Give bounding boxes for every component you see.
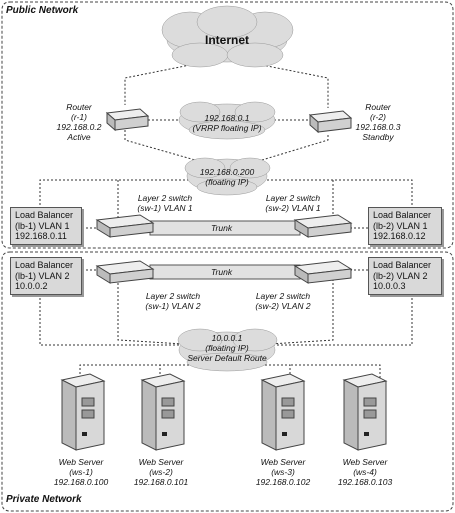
public-float-ip: 192.168.0.200 — [199, 167, 255, 177]
link-ws1 — [79, 364, 195, 378]
lb1-vlan1-id: (lb-1) VLAN 1 — [15, 220, 70, 231]
private-float-ip: 10.0.0.1 — [211, 333, 243, 343]
router-r1-label: Router (r-1) 192.168.0.2 Active — [54, 102, 104, 142]
ws2-name: Web Server — [138, 457, 184, 467]
ws2-ip: 192.168.0.101 — [133, 477, 189, 487]
router-r2-id: (r-2) — [370, 112, 386, 122]
switch-sw2-vlan1-type: Layer 2 switch — [265, 193, 321, 203]
vrrp-cloud — [178, 101, 276, 140]
link-internet-r1 — [124, 64, 191, 105]
switch-sw1-vlan1-type: Layer 2 switch — [137, 193, 193, 203]
private-float-cloud — [177, 328, 278, 372]
lb2-vlan2-ip: 10.0.0.3 — [373, 281, 406, 291]
link-internet-r2 — [261, 64, 329, 108]
router-r2-icon — [308, 110, 353, 134]
public-float-label: 192.168.0.200 (floating IP) — [187, 167, 267, 187]
switch-sw1-vlan2-label: Layer 2 switch (sw-1) VLAN 2 — [136, 291, 210, 311]
load-balancer-lb1-vlan2: Load Balancer (lb-1) VLAN 2 10.0.0.2 — [10, 257, 82, 295]
switch-sw2-vlan2-type: Layer 2 switch — [255, 291, 311, 301]
router-r1-id: (r-1) — [71, 112, 87, 122]
ws1-id: (ws-1) — [69, 467, 93, 477]
link-r1-float — [124, 130, 196, 161]
router-r1-state: Active — [67, 132, 91, 142]
public-float-cloud — [184, 157, 271, 196]
router-r2-label: Router (r-2) 192.168.0.3 Standby — [353, 102, 403, 142]
vrrp-label: 192.168.0.1 (VRRP floating IP) — [187, 113, 267, 133]
vrrp-ip: 192.168.0.1 — [204, 113, 250, 123]
load-balancer-lb2-vlan1: Load Balancer (lb-2) VLAN 1 192.168.0.12 — [368, 207, 442, 245]
lb2-vlan1-id: (lb-2) VLAN 1 — [373, 220, 428, 231]
link-ws4 — [290, 364, 381, 378]
switch-sw2-vlan1-id: (sw-2) VLAN 1 — [265, 203, 321, 213]
trunk-vlan1-label: Trunk — [211, 223, 233, 233]
switch-sw2-vlan2-id: (sw-2) VLAN 2 — [255, 301, 311, 311]
switch-sw1-vlan1-label: Layer 2 switch (sw-1) VLAN 1 — [128, 193, 202, 213]
link-r2-float — [261, 135, 329, 161]
web-server-ws1-icon — [60, 373, 106, 451]
web-server-ws4-icon — [342, 373, 388, 451]
lb1-vlan2-id: (lb-1) VLAN 2 — [15, 270, 70, 281]
ws4-id: (ws-4) — [353, 467, 377, 477]
lb1-vlan2-title: Load Balancer — [15, 260, 74, 270]
router-r1-icon — [105, 108, 150, 132]
web-server-ws2-label: Web Server (ws-2) 192.168.0.101 — [126, 457, 196, 487]
ws3-ip: 192.168.0.102 — [255, 477, 311, 487]
trunk-vlan2-label: Trunk — [211, 267, 233, 277]
web-server-ws1-label: Web Server (ws-1) 192.168.0.100 — [46, 457, 116, 487]
vrrp-desc: (VRRP floating IP) — [192, 123, 262, 133]
private-float-desc: (floating IP) — [205, 343, 249, 353]
ws4-name: Web Server — [342, 457, 388, 467]
private-float-route: Server Default Route — [187, 353, 267, 363]
public-network-label: Public Network — [6, 5, 79, 16]
ws3-name: Web Server — [260, 457, 306, 467]
switch-sw2-vlan1-icon — [293, 214, 353, 238]
lb2-vlan2-id: (lb-2) VLAN 2 — [373, 270, 428, 281]
router-r1-ip: 192.168.0.2 — [56, 122, 102, 132]
router-r1-name: Router — [66, 102, 92, 112]
ws1-ip: 192.168.0.100 — [53, 477, 109, 487]
lb2-vlan1-title: Load Balancer — [373, 210, 432, 220]
lb2-vlan2-title: Load Balancer — [373, 260, 432, 270]
internet-label: Internet — [205, 33, 250, 47]
ws4-ip: 192.168.0.103 — [337, 477, 393, 487]
ws2-id: (ws-2) — [149, 467, 173, 477]
switch-sw1-vlan2-id: (sw-1) VLAN 2 — [145, 301, 201, 311]
ws3-id: (ws-3) — [271, 467, 295, 477]
router-r2-state: Standby — [362, 132, 394, 142]
private-network-label: Private Network — [6, 494, 82, 505]
public-float-desc: (floating IP) — [205, 177, 249, 187]
public-network-boundary — [1, 1, 454, 249]
web-server-ws3-icon — [260, 373, 306, 451]
switch-sw2-vlan1-label: Layer 2 switch (sw-2) VLAN 1 — [256, 193, 330, 213]
lb2-vlan1-ip: 192.168.0.12 — [373, 231, 426, 241]
link-sw4-bottom — [254, 275, 334, 346]
load-balancer-lb2-vlan2: Load Balancer (lb-2) VLAN 2 10.0.0.3 — [368, 257, 442, 295]
ws1-name: Web Server — [58, 457, 104, 467]
private-float-label: 10.0.0.1 (floating IP) Server Default Ro… — [182, 333, 272, 363]
internet-cloud — [161, 5, 294, 68]
switch-sw1-vlan1-id: (sw-1) VLAN 1 — [137, 203, 193, 213]
web-server-ws4-label: Web Server (ws-4) 192.168.0.103 — [330, 457, 400, 487]
lb1-vlan1-title: Load Balancer — [15, 210, 74, 220]
switch-sw1-vlan2-icon — [95, 260, 155, 284]
switch-sw1-vlan2-type: Layer 2 switch — [145, 291, 201, 301]
lb1-vlan2-ip: 10.0.0.2 — [15, 281, 48, 291]
link-sw2-float — [265, 179, 413, 205]
link-sw1-float — [39, 179, 190, 205]
lb1-vlan1-ip: 192.168.0.11 — [15, 231, 67, 241]
private-network-boundary — [1, 251, 454, 512]
switch-sw1-vlan1-icon — [95, 214, 155, 238]
router-r2-name: Router — [365, 102, 391, 112]
router-r2-ip: 192.168.0.3 — [355, 122, 401, 132]
load-balancer-lb1-vlan1: Load Balancer (lb-1) VLAN 1 192.168.0.11 — [10, 207, 82, 245]
switch-sw2-vlan2-label: Layer 2 switch (sw-2) VLAN 2 — [246, 291, 320, 311]
link-sw3-bottom — [117, 275, 201, 346]
switch-sw2-vlan2-icon — [293, 260, 353, 284]
web-server-ws3-label: Web Server (ws-3) 192.168.0.102 — [248, 457, 318, 487]
web-server-ws2-icon — [140, 373, 186, 451]
